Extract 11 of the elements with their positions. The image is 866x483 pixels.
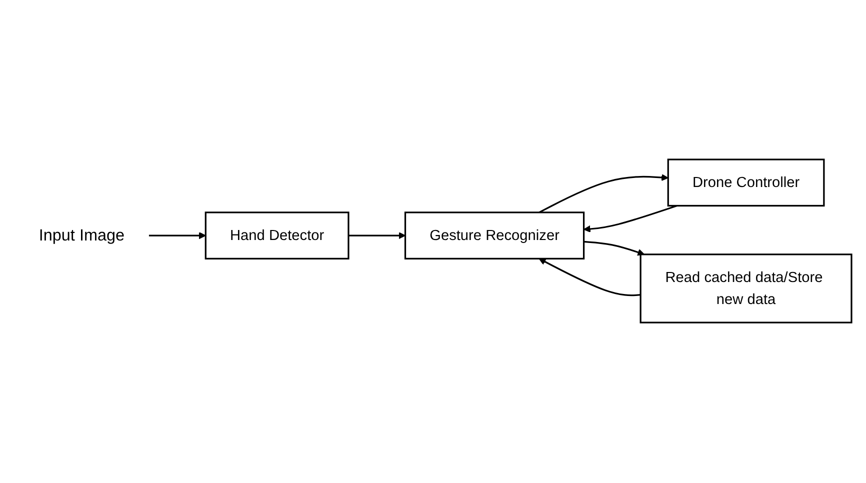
arrow [538,174,668,214]
arrow [348,232,406,240]
arrow [583,205,678,233]
node-box: Drone Controller [667,159,825,208]
node-box: Read cached data/Store new data [640,254,852,324]
node-text: Input Image [38,227,125,245]
node-box: Hand Detector [204,212,350,260]
node-box: Gesture Recognizer [404,212,585,260]
arrow [584,241,645,256]
arrow [148,232,206,240]
arrow [538,258,641,297]
